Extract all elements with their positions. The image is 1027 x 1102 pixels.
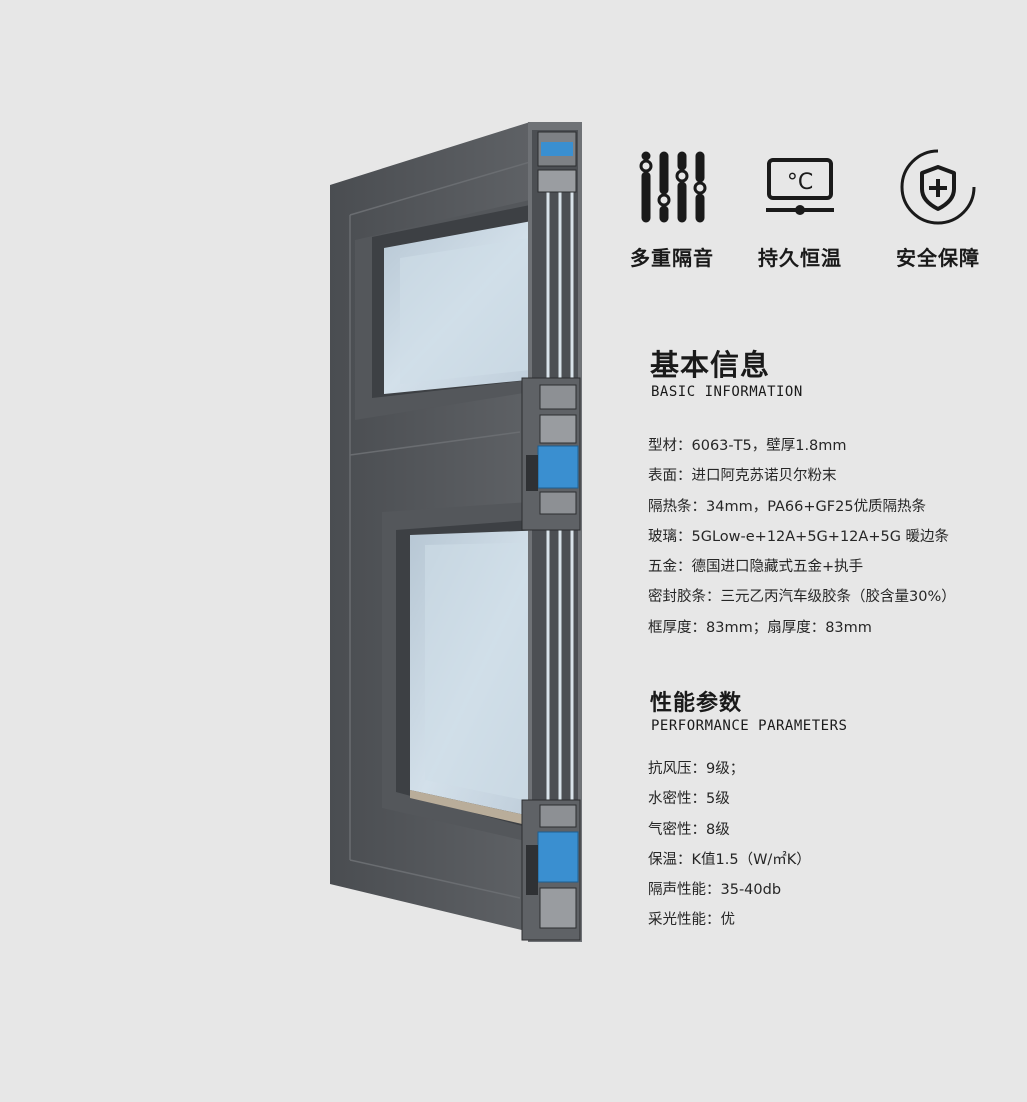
- thermometer-celsius-icon: °C: [740, 148, 860, 226]
- performance-list: 抗风压：9级； 水密性：5级 气密性：8级 保温：K值1.5（W/㎡K） 隔声性…: [648, 754, 811, 936]
- basic-info-list: 型材：6063-T5，壁厚1.8mm 表面：进口阿克苏诺贝尔粉末 隔热条：34m…: [648, 431, 956, 643]
- spec-item: 抗风压：9级；: [648, 761, 745, 777]
- feature-label: 安全保障: [896, 246, 980, 270]
- top-sash: [355, 200, 548, 420]
- spec-item: 玻璃：5GLow-e+12A+5G+12A+5G 暖边条: [648, 528, 950, 545]
- performance-title: 性能参数: [650, 691, 743, 716]
- performance-subtitle: PERFORMANCE PARAMETERS: [651, 718, 848, 734]
- spec-item: 框厚度：83mm；扇厚度：83mm: [648, 619, 872, 636]
- spec-item: 五金：德国进口隐藏式五金+执手: [648, 559, 864, 576]
- equalizer-icon: [612, 148, 732, 226]
- basic-info-title: 基本信息: [650, 348, 771, 382]
- shield-plus-icon: [878, 148, 998, 226]
- feature-constant-temperature: °C 持久恒温: [740, 148, 860, 271]
- basic-info-subtitle: BASIC INFORMATION: [651, 384, 803, 400]
- spec-item: 表面：进口阿克苏诺贝尔粉末: [648, 468, 837, 485]
- feature-label: 持久恒温: [758, 246, 842, 270]
- spec-item: 隔热条：34mm，PA66+GF25优质隔热条: [648, 498, 927, 515]
- spec-item: 气密性：8级: [648, 821, 730, 838]
- feature-sound-insulation: 多重隔音: [612, 148, 732, 271]
- spec-item: 密封胶条：三元乙丙汽车级胶条（胶含量30%）: [648, 589, 956, 606]
- feature-safety: 安全保障: [878, 148, 998, 271]
- spec-item: 水密性：5级: [648, 791, 730, 808]
- spec-item: 型材：6063-T5，壁厚1.8mm: [648, 438, 847, 454]
- profile-cross-section: [521, 122, 582, 942]
- bottom-sash: [382, 502, 548, 842]
- spec-item: 采光性能：优: [648, 912, 735, 929]
- spec-item: 保温：K值1.5（W/㎡K）: [648, 851, 811, 868]
- spec-item: 隔声性能：35-40db: [648, 882, 782, 899]
- feature-label: 多重隔音: [630, 246, 714, 270]
- svg-text:°C: °C: [787, 170, 813, 195]
